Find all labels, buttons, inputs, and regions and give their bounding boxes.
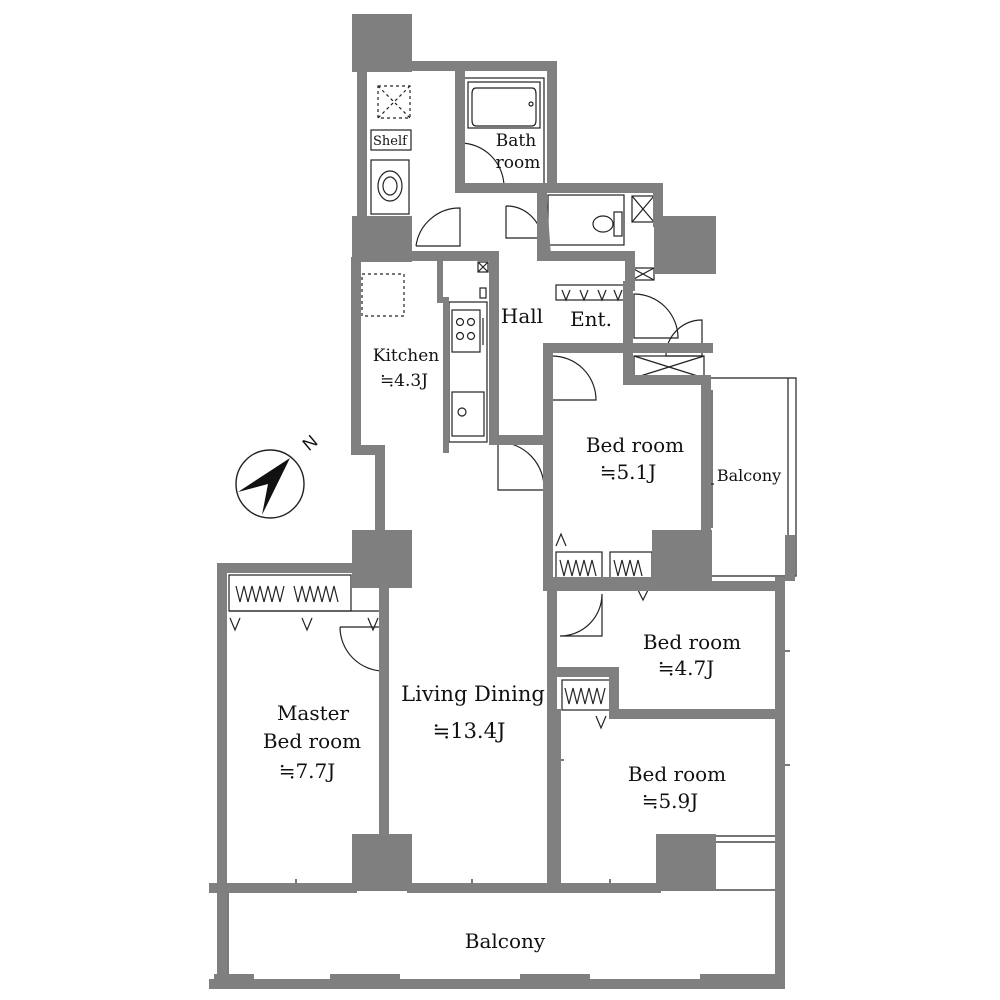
pillars <box>214 14 780 986</box>
entrance-label: Ent. <box>570 307 612 331</box>
hall-label: Hall <box>501 304 543 328</box>
living-size: ≒13.4J <box>433 719 506 743</box>
room-labels: Bath room Shelf Hall Ent. Kitchen ≒4.3J … <box>263 131 781 953</box>
side-balcony-label: Balcony <box>717 466 781 485</box>
bath-label-line1: Bath <box>496 131 536 151</box>
compass-circle <box>235 449 305 519</box>
bedroom-b-label: Bed room <box>643 630 741 654</box>
master-size: ≒7.7J <box>279 759 336 783</box>
bedroom-a-label: Bed room <box>586 433 684 457</box>
kitchen-label: Kitchen <box>373 346 439 366</box>
living-label: Living Dining <box>401 682 545 706</box>
master-label-line1: Master <box>277 701 350 725</box>
master-label-line2: Bed room <box>263 729 361 753</box>
kitchen-size: ≒4.3J <box>380 371 428 391</box>
bedroom-a-size: ≒5.1J <box>600 460 657 484</box>
north-compass: N <box>235 431 322 519</box>
bedroom-c-label: Bed room <box>628 762 726 786</box>
compass-label: N <box>299 431 322 455</box>
main-balcony-label: Balcony <box>465 929 546 953</box>
bedroom-c-size: ≒5.9J <box>642 789 699 813</box>
walls <box>209 61 795 989</box>
compass-arrow-icon <box>238 458 290 515</box>
bedroom-b-size: ≒4.7J <box>658 656 715 680</box>
bath-label-line2: room <box>496 153 541 173</box>
shelf-label: Shelf <box>373 134 408 149</box>
